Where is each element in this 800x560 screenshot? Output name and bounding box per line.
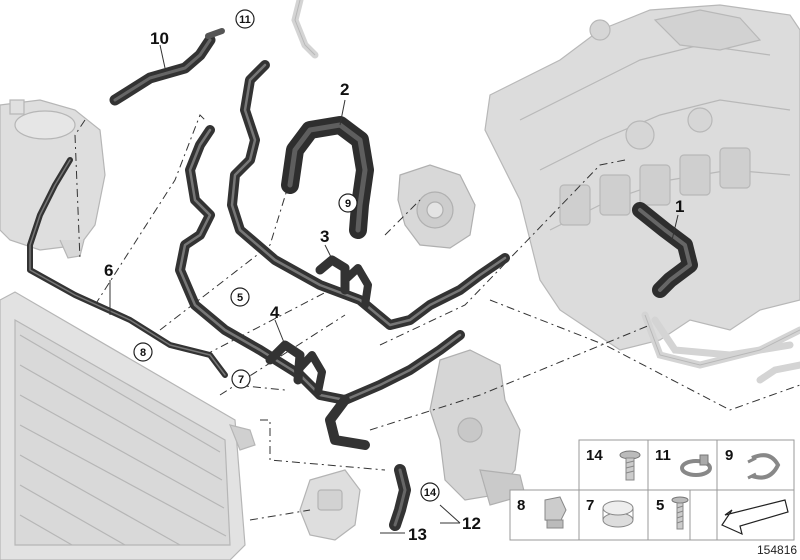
hose-12 <box>389 464 411 531</box>
solid-leaders <box>109 44 679 534</box>
circled-callouts: 11 9 5 8 7 14 <box>133 9 440 502</box>
svg-text:8: 8 <box>140 347 146 359</box>
water-pump <box>397 164 476 249</box>
thermostat-housing <box>429 349 526 506</box>
hose-1 <box>632 202 698 298</box>
svg-text:9: 9 <box>345 198 351 210</box>
legend-label-5: 5 <box>656 497 664 514</box>
callout-labels: 10 2 1 3 4 6 12 13 <box>104 29 684 544</box>
leader-lines <box>74 114 800 521</box>
callout-6: 6 <box>104 261 113 280</box>
fastener-legend: 14 11 9 8 7 5 <box>509 439 795 541</box>
circled-callout-8: 8 <box>133 342 153 362</box>
callout-1: 1 <box>675 197 684 216</box>
engine-block <box>484 4 800 351</box>
hose-overflow <box>27 157 228 378</box>
legend-label-7: 7 <box>586 497 594 514</box>
band-clamp-icon <box>602 500 634 528</box>
callout-2: 2 <box>340 80 349 99</box>
circled-callout-9: 9 <box>338 193 358 213</box>
svg-text:7: 7 <box>238 374 244 386</box>
plug-clip-icon <box>544 496 567 529</box>
direction-arrow-icon <box>721 499 789 536</box>
expansion-tank <box>0 99 106 259</box>
legend-label-8: 8 <box>517 497 525 514</box>
diagram-id: 154816 <box>757 543 797 557</box>
legend-label-11: 11 <box>655 447 671 464</box>
hose-2 <box>281 116 374 239</box>
circled-callout-7: 7 <box>231 369 251 389</box>
svg-text:11: 11 <box>239 14 251 26</box>
bolt-icon <box>671 496 689 530</box>
svg-text:5: 5 <box>237 292 243 304</box>
circled-callout-5: 5 <box>230 287 250 307</box>
callout-10: 10 <box>150 29 169 48</box>
callout-12: 12 <box>462 514 481 533</box>
radiator <box>0 291 256 560</box>
hose-clamp-icon <box>680 454 712 477</box>
legend-label-9: 9 <box>725 447 733 464</box>
spring-clip-icon <box>747 453 781 480</box>
coolant-valve <box>299 469 361 541</box>
svg-text:14: 14 <box>424 487 437 499</box>
hose-4 <box>175 125 465 450</box>
circled-callout-11: 11 <box>235 9 255 29</box>
heater-lines-outline <box>294 0 800 366</box>
hose-10 <box>109 28 225 106</box>
legend-label-14: 14 <box>586 447 603 464</box>
callout-3: 3 <box>320 227 329 246</box>
callout-4: 4 <box>270 303 280 322</box>
circled-callout-14: 14 <box>420 482 440 502</box>
callout-13: 13 <box>408 525 427 544</box>
screw-icon <box>619 450 641 481</box>
hose-3 <box>227 60 510 330</box>
